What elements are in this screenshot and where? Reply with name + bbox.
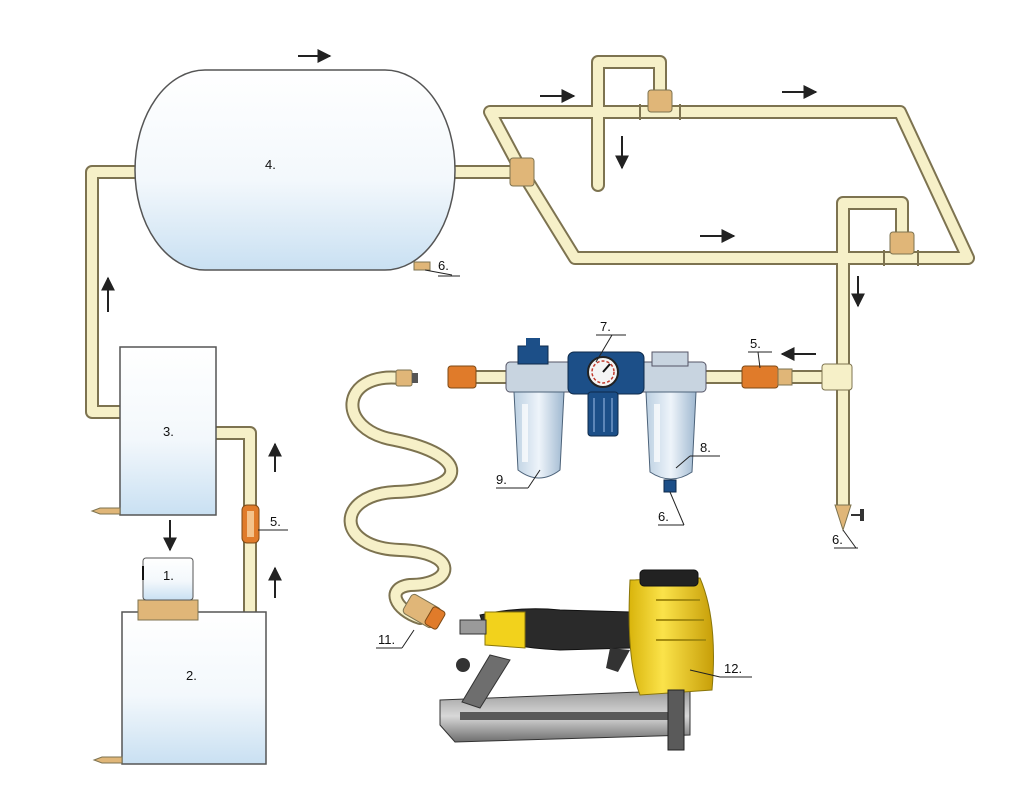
- quick-coupler: [395, 369, 413, 387]
- filler-funnel: [137, 557, 199, 621]
- label-6-tank: 6.: [438, 258, 449, 273]
- drain-valve: [663, 479, 677, 493]
- drain-valve: [413, 261, 453, 276]
- filter-bowl: [645, 391, 697, 480]
- upper-tank: [119, 346, 217, 516]
- label-11: 11.: [378, 632, 395, 647]
- label-7: 7.: [600, 319, 611, 334]
- nail-gun: [439, 569, 714, 751]
- flow-arrows: [101, 49, 865, 598]
- pressure-tank: [134, 69, 456, 271]
- air-inlet: [459, 619, 487, 635]
- label-4: 4.: [265, 157, 276, 172]
- hose-fitting: [402, 593, 446, 630]
- label-8: 8.: [700, 440, 711, 455]
- check-valve: [241, 504, 260, 544]
- lubricator-cap: [517, 345, 549, 365]
- tee-fitting: [509, 157, 535, 187]
- label-1: 1.: [163, 568, 174, 583]
- leader-lines: [258, 275, 858, 678]
- check-valve: [741, 365, 779, 389]
- label-6-drop: 6.: [832, 532, 843, 547]
- base-tank: [121, 611, 267, 765]
- tee-fitting: [821, 363, 853, 391]
- label-2: 2.: [186, 668, 197, 683]
- part-labels: 4. 6. 3. 5. 1. 2. 7. 5. 8. 9. 6. 6. 11. …: [163, 157, 843, 683]
- tee-fitting: [889, 231, 915, 255]
- drain-nozzle: [92, 756, 123, 764]
- inlet-connector: [447, 365, 477, 389]
- label-3: 3.: [163, 424, 174, 439]
- label-5-right: 5.: [750, 336, 761, 351]
- tee-fitting: [647, 89, 673, 113]
- drain-nozzle: [90, 507, 121, 515]
- label-6-filter: 6.: [658, 509, 669, 524]
- pipe-fittings: [509, 89, 919, 391]
- label-5-left: 5.: [270, 514, 281, 529]
- lubricator-bowl: [513, 391, 565, 479]
- frl-unit: [395, 338, 793, 526]
- pressure-gauge: [587, 356, 619, 388]
- label-12: 12.: [724, 661, 742, 676]
- drain-valve: [834, 504, 864, 549]
- label-9: 9.: [496, 472, 507, 487]
